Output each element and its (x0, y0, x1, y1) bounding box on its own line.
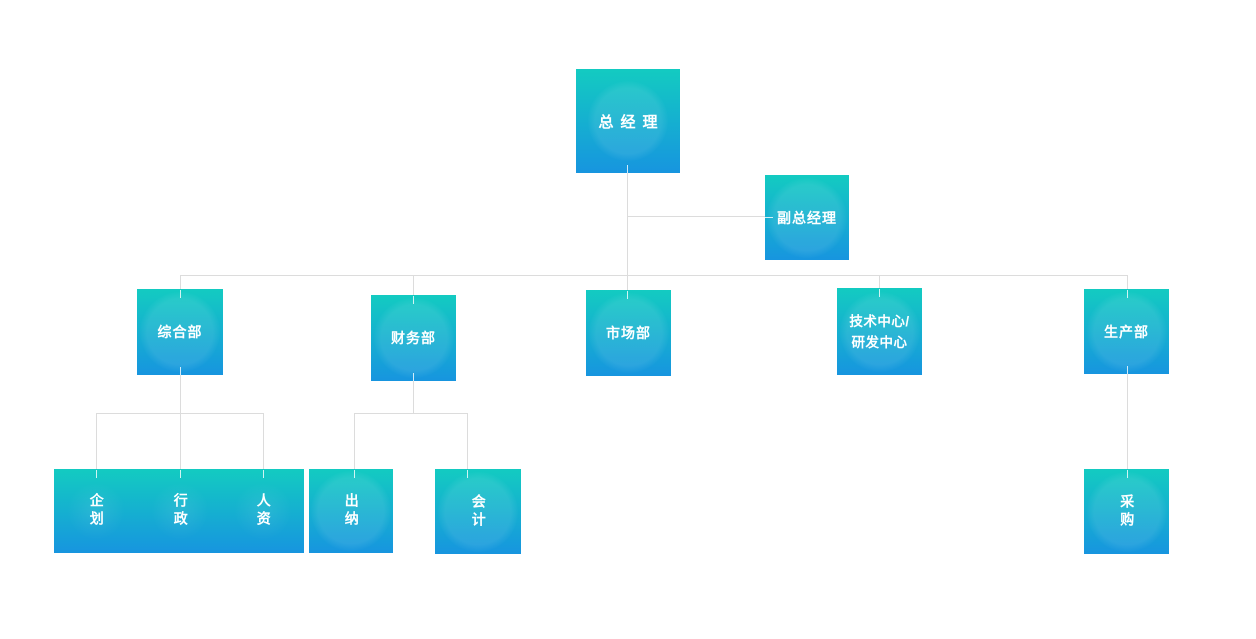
node-procurement-label: 采购 (1119, 493, 1136, 530)
connector-drop-production (1127, 275, 1128, 289)
tick-planning-top (96, 470, 97, 478)
connector-production-to-procurement (1127, 374, 1128, 469)
node-general-affairs-label: 综合部 (157, 324, 203, 340)
node-general-affairs-dept: 综合部 (137, 289, 223, 375)
tick-production-bottom (1127, 366, 1128, 374)
connector-drop-human-resources (263, 413, 264, 469)
tick-finance-bottom (413, 373, 414, 381)
node-production-label: 生产部 (1104, 323, 1149, 340)
node-tech-center: 技术中心/ 研发中心 (837, 288, 922, 375)
connector-finance-to-subrail (413, 381, 414, 413)
node-tech-center-label-line2: 研发中心 (851, 334, 908, 350)
tick-cashier-top (354, 470, 355, 478)
connector-drop-finance (413, 275, 414, 295)
node-production-dept: 生产部 (1084, 289, 1169, 374)
node-procurement: 采购 (1084, 469, 1169, 554)
connector-subrail-finance (354, 413, 467, 414)
connector-subrail-general-affairs (96, 413, 263, 414)
node-general-affairs-subgroup: 企划 行政 人资 (54, 469, 304, 553)
node-accounting-label: 会计 (470, 493, 487, 530)
tick-general-affairs-top (180, 290, 181, 298)
node-general-manager-label: 总经理 (598, 113, 665, 131)
tick-procurement-top (1127, 470, 1128, 478)
tick-finance-top (413, 296, 414, 304)
connector-gm-to-deputy (627, 216, 765, 217)
node-accounting: 会计 (435, 469, 521, 554)
tick-marketing-top (627, 291, 628, 299)
connector-drop-planning (96, 413, 97, 469)
node-marketing-dept: 市场部 (586, 290, 671, 376)
node-finance-dept: 财务部 (371, 295, 456, 381)
connector-drop-general-affairs (180, 275, 181, 289)
connector-main-rail (180, 275, 1127, 276)
tick-general-affairs-bottom (180, 367, 181, 375)
node-tech-center-label-line1: 技术中心/ (849, 313, 910, 329)
node-administration-label: 行政 (172, 493, 189, 529)
node-deputy-general-manager-label: 副总经理 (777, 209, 837, 226)
connector-gm-to-marketing (627, 173, 628, 290)
tick-human-resources-top (263, 470, 264, 478)
connector-drop-tech-center (879, 275, 880, 288)
connector-drop-cashier (354, 413, 355, 469)
node-human-resources-label: 人资 (255, 493, 272, 529)
node-general-manager: 总经理 (576, 69, 680, 173)
node-cashier: 出纳 (309, 469, 393, 553)
tick-administration-top (180, 470, 181, 478)
tick-gm-bottom (627, 165, 628, 173)
node-cashier-label: 出纳 (343, 493, 360, 529)
tick-tech-center-top (879, 289, 880, 297)
tick-accounting-top (467, 470, 468, 478)
node-deputy-general-manager: 副总经理 (765, 175, 849, 260)
connector-general-affairs-to-subrail (180, 375, 181, 469)
connector-drop-accounting (467, 413, 468, 469)
node-planning-label: 企划 (88, 493, 105, 529)
node-finance-label: 财务部 (391, 330, 436, 346)
node-marketing-label: 市场部 (606, 325, 651, 341)
tick-deputy-left (765, 217, 773, 218)
tick-production-top (1127, 290, 1128, 298)
